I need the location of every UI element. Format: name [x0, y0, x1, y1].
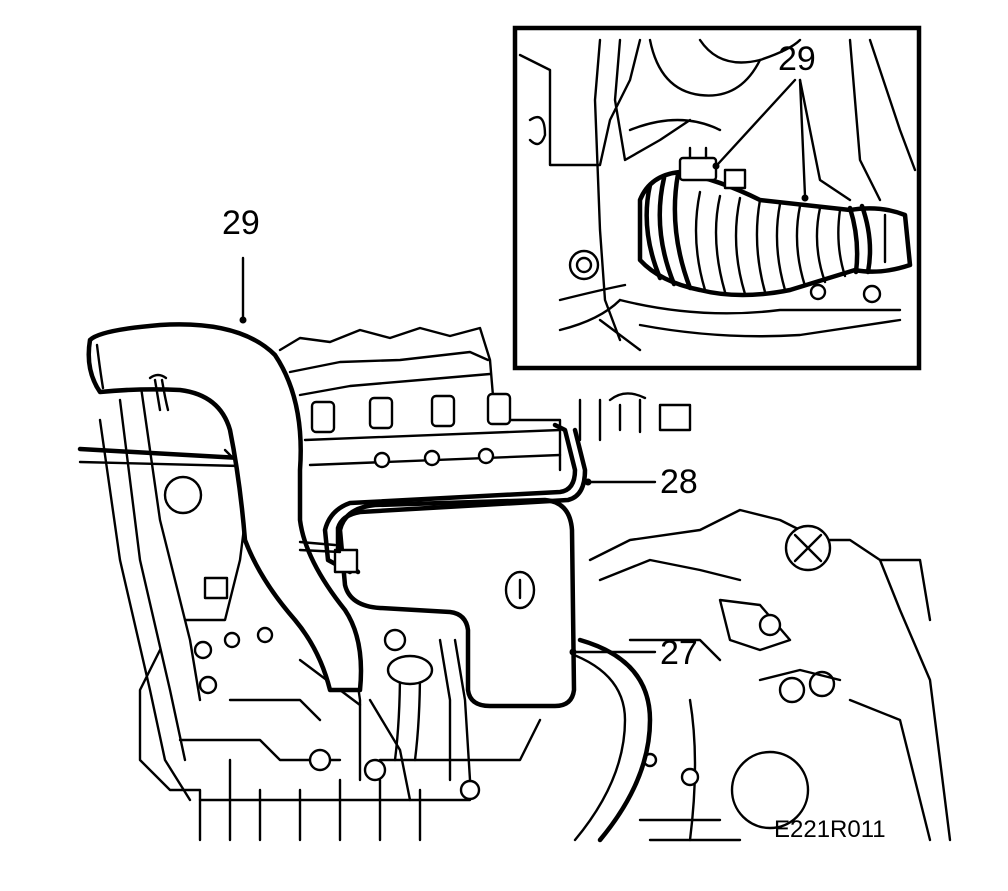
callout-28: 28	[660, 463, 698, 501]
detail-inset	[512, 25, 922, 371]
engine-block	[98, 326, 952, 843]
cover-27	[337, 497, 577, 709]
pipe-28	[298, 422, 588, 575]
leader-lines	[239, 256, 657, 656]
callout-29-inset: 29	[778, 40, 816, 78]
callout-27: 27	[660, 634, 698, 672]
hose-29	[86, 322, 364, 693]
figure-code: E221R011	[774, 816, 886, 843]
callout-29-main: 29	[222, 204, 260, 242]
